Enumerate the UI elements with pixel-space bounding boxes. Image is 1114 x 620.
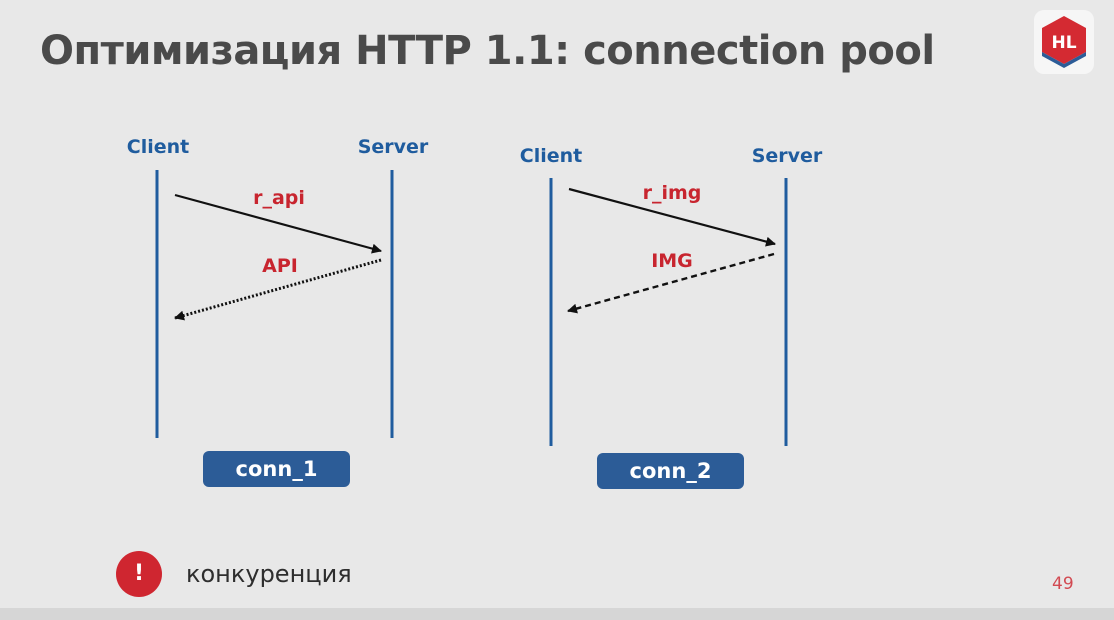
diagram-1: Client Server r_api API [127,136,429,438]
client-label: Client [127,136,189,158]
note: ! конкуренция [116,551,352,597]
server-label: Server [752,145,823,167]
exclamation-icon: ! [116,551,162,597]
response-label: IMG [651,250,693,272]
response-arrow [567,252,775,314]
request-arrow [174,193,382,254]
connection-badge-1: conn_1 [203,451,350,487]
page-number: 49 [1052,574,1074,594]
diagram-2: Client Server r_img IMG [520,145,823,446]
page-title: Оптимизация HTTP 1.1: connection pool [40,28,935,74]
connection-badge-2: conn_2 [597,453,744,489]
request-arrow [568,187,776,247]
server-label: Server [358,136,429,158]
hl-logo: HL [1034,10,1094,74]
client-label: Client [520,145,582,167]
note-text: конкуренция [186,560,352,588]
request-label: r_api [253,187,305,209]
bottom-band [0,608,1114,620]
logo-text: HL [1051,33,1076,53]
response-label: API [262,255,298,277]
request-label: r_img [643,182,702,204]
